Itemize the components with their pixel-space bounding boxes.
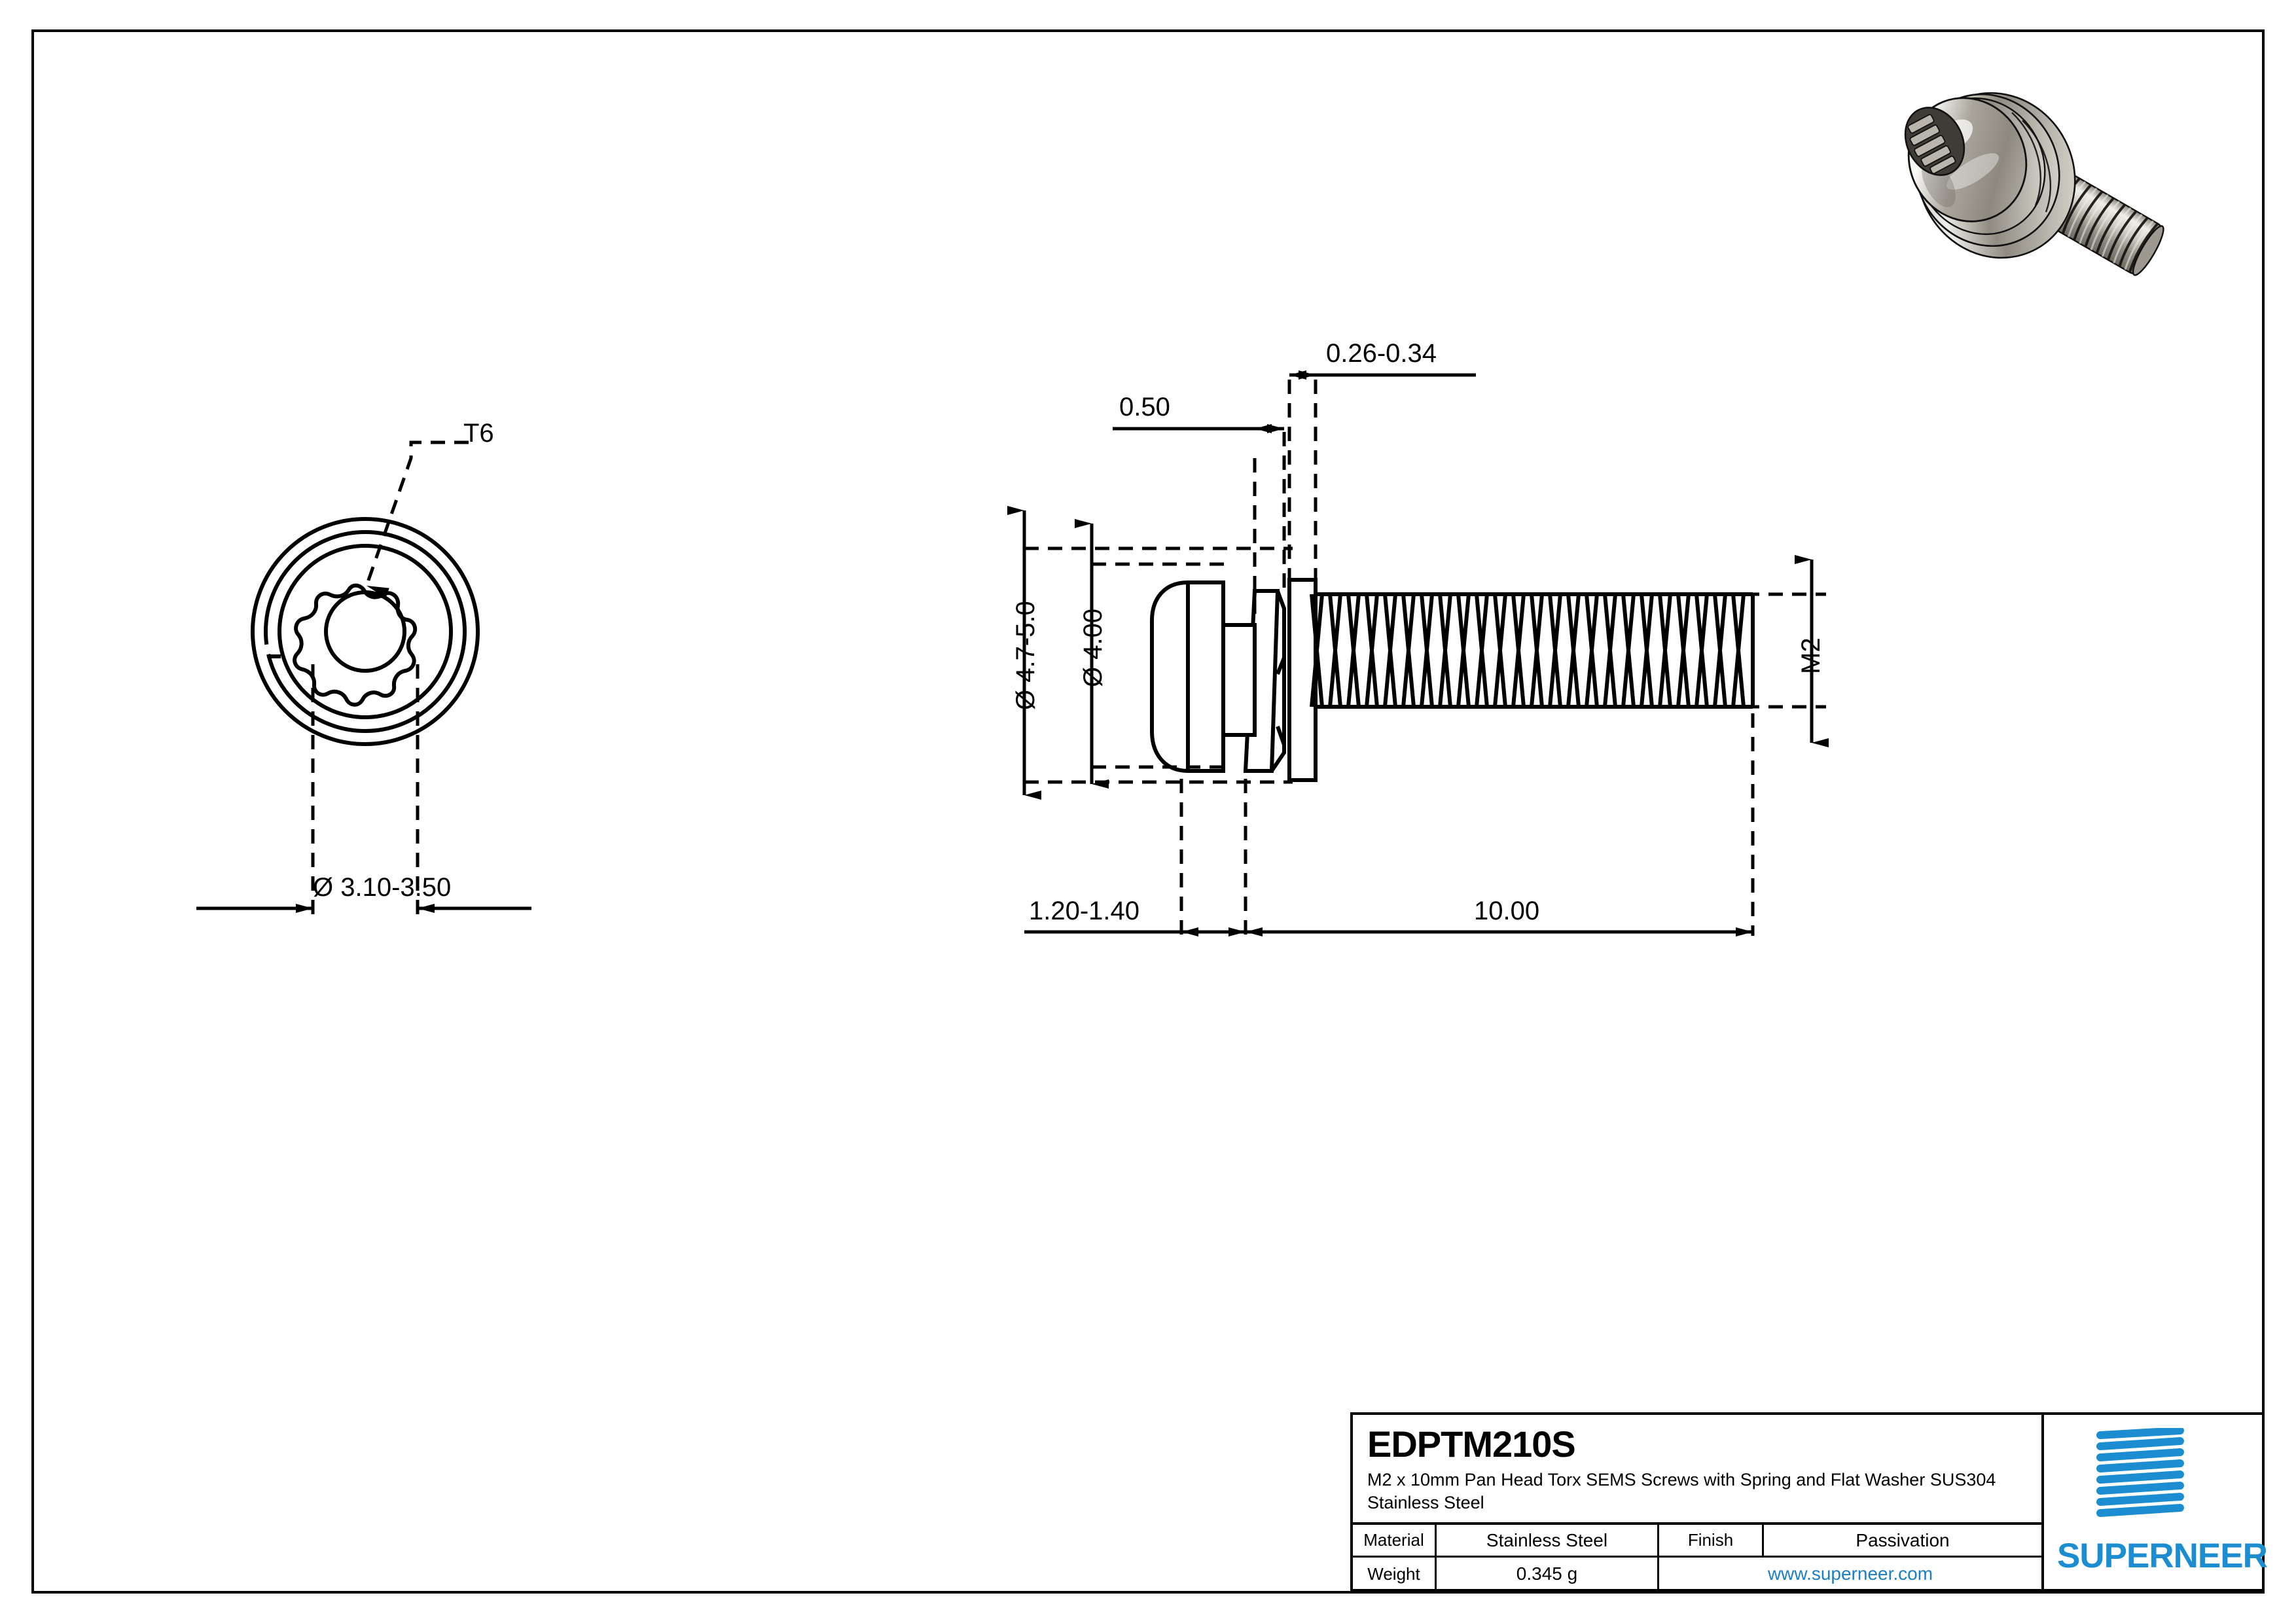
material-row: Material Stainless Steel Finish Passivat… <box>1353 1525 2041 1558</box>
superneer-wordmark: SUPERNEER <box>2057 1537 2268 1575</box>
part-description: M2 x 10mm Pan Head Torx SEMS Screws with… <box>1367 1470 1996 1512</box>
weight-label: Weight <box>1353 1558 1437 1590</box>
dim-label-flat-washer-diameter: Ø 4.7-5.0 <box>1011 601 1040 710</box>
dim-label-thread-length: 10.00 <box>1474 897 1540 925</box>
superneer-logo-icon <box>2096 1428 2184 1517</box>
dim-label-flat-washer-thickness: 0.26-0.34 <box>1326 339 1437 368</box>
screw-3d-render <box>1904 92 2164 276</box>
dim-label-spring-washer-thickness: 0.50 <box>1119 393 1170 421</box>
material-label: Material <box>1353 1525 1437 1556</box>
dim-label-thread-size: M2 <box>1797 637 1825 674</box>
finish-value: Passivation <box>1856 1529 1950 1550</box>
website-link[interactable]: www.superneer.com <box>1767 1563 1933 1584</box>
material-value: Stainless Steel <box>1437 1525 1659 1556</box>
render-washer-seams <box>2011 112 2052 213</box>
weight-value: 0.345 g <box>1437 1558 1659 1590</box>
logo-panel: SUPERNEER <box>2044 1412 2268 1592</box>
dim-label-head-height: 1.20-1.40 <box>1029 897 1140 925</box>
isometric-render-view <box>1857 31 2263 293</box>
render-torx-socket <box>1904 107 1965 176</box>
dim-label-head-diameter: Ø 4.00 <box>1079 608 1107 687</box>
part-number: EDPTM210S <box>1367 1423 1576 1465</box>
title-block: EDPTM210S M2 x 10mm Pan Head Torx SEMS S… <box>1350 1412 2044 1592</box>
weight-row: Weight 0.345 g www.superneer.com <box>1353 1558 2041 1590</box>
dim-label-drive-type: T6 <box>463 419 494 448</box>
finish-label: Finish <box>1659 1525 1764 1556</box>
dim-label-socket-diameter: Ø 3.10-3.50 <box>313 873 452 902</box>
title-block-header: EDPTM210S M2 x 10mm Pan Head Torx SEMS S… <box>1353 1415 2041 1525</box>
drawing-frame-border <box>31 29 2265 1594</box>
